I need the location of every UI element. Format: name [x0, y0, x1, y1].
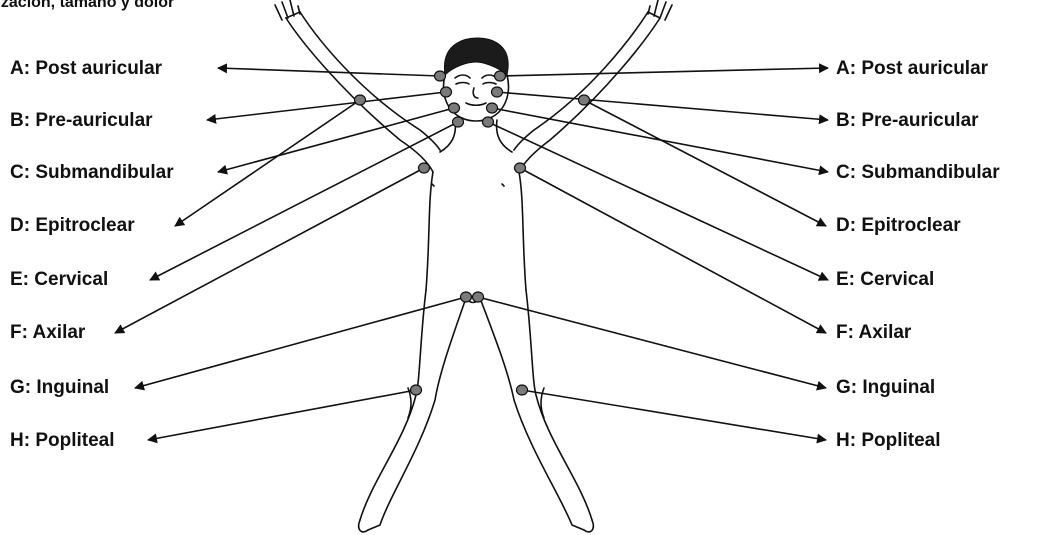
lymph-node-icon — [419, 163, 430, 173]
lymph-node-icon — [435, 71, 446, 81]
lymph-node-icon — [487, 103, 498, 113]
leader-line-r-b — [497, 92, 828, 120]
label-right-d: D: Epitroclear — [836, 215, 961, 237]
label-right-b: B: Pre-auricular — [836, 110, 979, 132]
lymph-node-icon — [441, 87, 452, 97]
label-left-g: G: Inguinal — [10, 377, 109, 399]
label-right-h: H: Popliteal — [836, 430, 941, 452]
leader-line-l-a — [218, 68, 440, 76]
lymph-node-icon — [483, 117, 494, 127]
body-outline — [275, 0, 672, 532]
label-left-h: H: Popliteal — [10, 430, 115, 452]
leader-line-r-h — [522, 390, 826, 440]
lymph-node-icon — [473, 292, 484, 302]
lymph-node-icon — [453, 117, 464, 127]
label-left-a: A: Post auricular — [10, 58, 162, 80]
leader-line-l-h — [148, 390, 416, 440]
leader-line-r-d — [584, 100, 826, 226]
lymph-node-icon — [495, 71, 506, 81]
leader-line-l-f — [115, 168, 424, 333]
leader-line-l-g — [135, 297, 466, 388]
label-right-e: E: Cervical — [836, 269, 934, 291]
lymph-node-icon — [517, 385, 528, 395]
leader-line-r-a — [500, 68, 828, 76]
label-right-f: F: Axilar — [836, 322, 911, 344]
label-left-d: D: Epitroclear — [10, 215, 135, 237]
lymph-node-icon — [579, 95, 590, 105]
lymph-node-icon — [515, 163, 526, 173]
label-right-c: C: Submandibular — [836, 162, 1000, 184]
leader-line-l-d — [175, 100, 360, 226]
leader-lines — [115, 68, 828, 440]
lymph-node-icon — [355, 95, 366, 105]
label-left-e: E: Cervical — [10, 269, 108, 291]
label-left-f: F: Axilar — [10, 322, 85, 344]
lymph-node-icon — [449, 103, 460, 113]
label-left-c: C: Submandibular — [10, 162, 174, 184]
label-right-a: A: Post auricular — [836, 58, 988, 80]
leader-line-r-f — [520, 168, 826, 333]
leader-line-l-b — [207, 92, 446, 120]
lymph-node-icon — [411, 385, 422, 395]
leader-line-l-c — [218, 108, 454, 172]
hair — [444, 38, 508, 75]
lymph-node-icon — [461, 292, 472, 302]
label-right-g: G: Inguinal — [836, 377, 935, 399]
leader-line-l-e — [150, 122, 458, 280]
lymph-node-icon — [492, 87, 503, 97]
label-left-b: B: Pre-auricular — [10, 110, 153, 132]
